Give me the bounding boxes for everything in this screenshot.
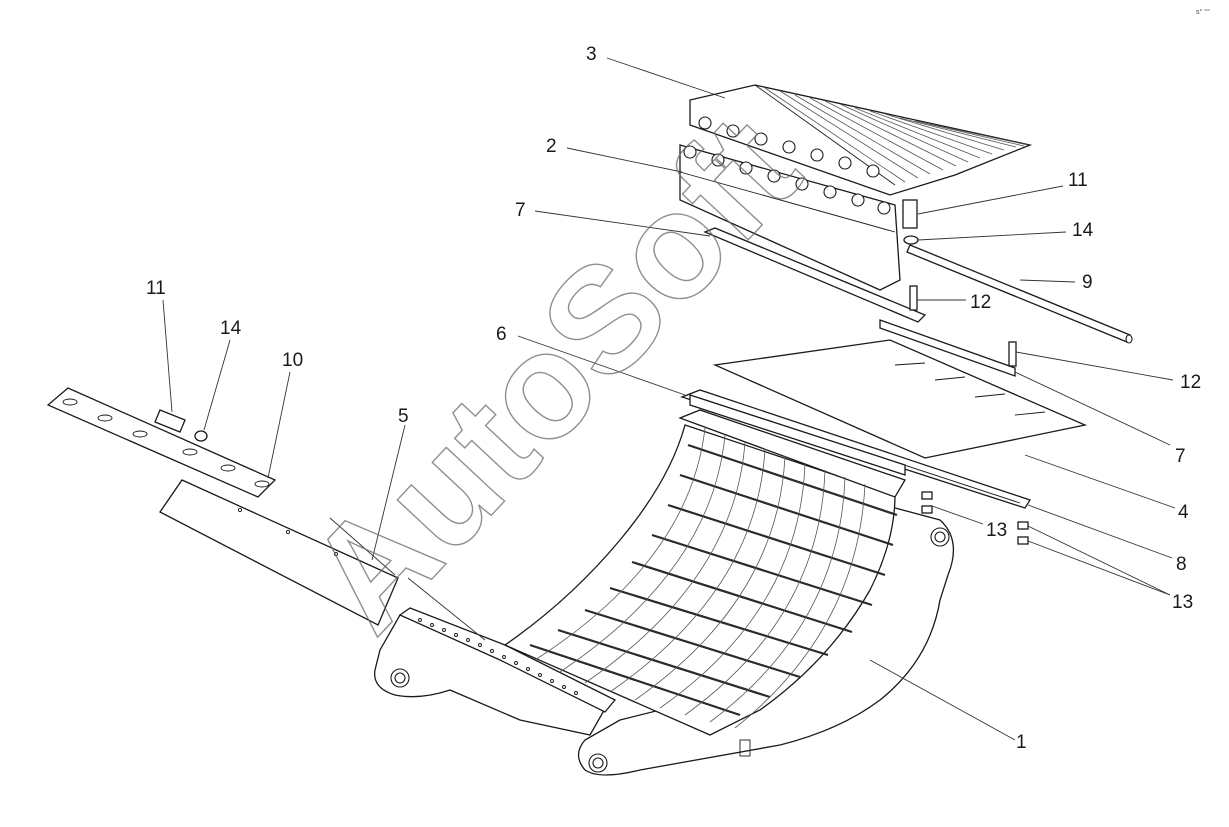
part-12-bolt-right	[1008, 341, 1017, 367]
callout-13-center: 13	[986, 520, 1007, 541]
beam-perforations	[418, 618, 578, 695]
part-6-strip	[689, 394, 906, 476]
callout-7-lower: 7	[1175, 446, 1186, 467]
part-5-lower-guard	[159, 479, 399, 626]
part-11-bolt-left	[154, 409, 186, 433]
part-7-upper-strip	[703, 227, 927, 323]
callout-14-right: 14	[1072, 220, 1094, 241]
part-7-lower-strip	[879, 319, 1016, 377]
part-2-hinge-bracket	[679, 144, 901, 291]
callout-10: 10	[282, 350, 303, 371]
callout-9: 9	[1082, 272, 1093, 293]
callout-12-right: 12	[1180, 372, 1201, 393]
part-14-washer-right	[903, 235, 919, 245]
callout-5: 5	[398, 406, 409, 427]
part-13-nuts-center	[921, 491, 933, 514]
callout-1: 1	[1016, 732, 1027, 753]
top-knuckles	[698, 116, 880, 178]
callout-6: 6	[496, 324, 507, 345]
part-12-bolt-center	[909, 285, 918, 311]
callout-7-upper: 7	[515, 200, 526, 221]
callout-labels: 3 2 7 11 14 9 12 6 12 7 4 8 13 13 1 5 10…	[146, 44, 1201, 753]
leader-lines	[162, 57, 1176, 741]
callout-3: 3	[586, 44, 597, 65]
corner-mark: s° °°	[1196, 8, 1210, 16]
hinge-knuckles	[683, 145, 891, 215]
callout-11-left: 11	[146, 278, 166, 299]
part-4-cover-plate	[712, 339, 1088, 459]
part-10-front-plate	[46, 387, 277, 498]
callout-12-center: 12	[970, 292, 991, 313]
part-13-nuts-right	[1017, 521, 1029, 545]
callout-4: 4	[1178, 502, 1189, 523]
callout-2: 2	[546, 136, 557, 157]
part-11-bolt-right	[902, 199, 918, 229]
callout-13-right: 13	[1172, 592, 1193, 613]
top-ribbing	[764, 87, 1029, 183]
callout-11-right: 11	[1068, 170, 1088, 191]
part-14-washer-left	[194, 430, 208, 442]
concave-wire-slats	[534, 427, 866, 729]
callout-14-left: 14	[220, 318, 242, 339]
part-9-rod	[906, 244, 1133, 344]
part-3-hinged-top	[689, 84, 1033, 196]
callout-8: 8	[1176, 554, 1187, 575]
part-1-concave-frame	[374, 409, 955, 776]
